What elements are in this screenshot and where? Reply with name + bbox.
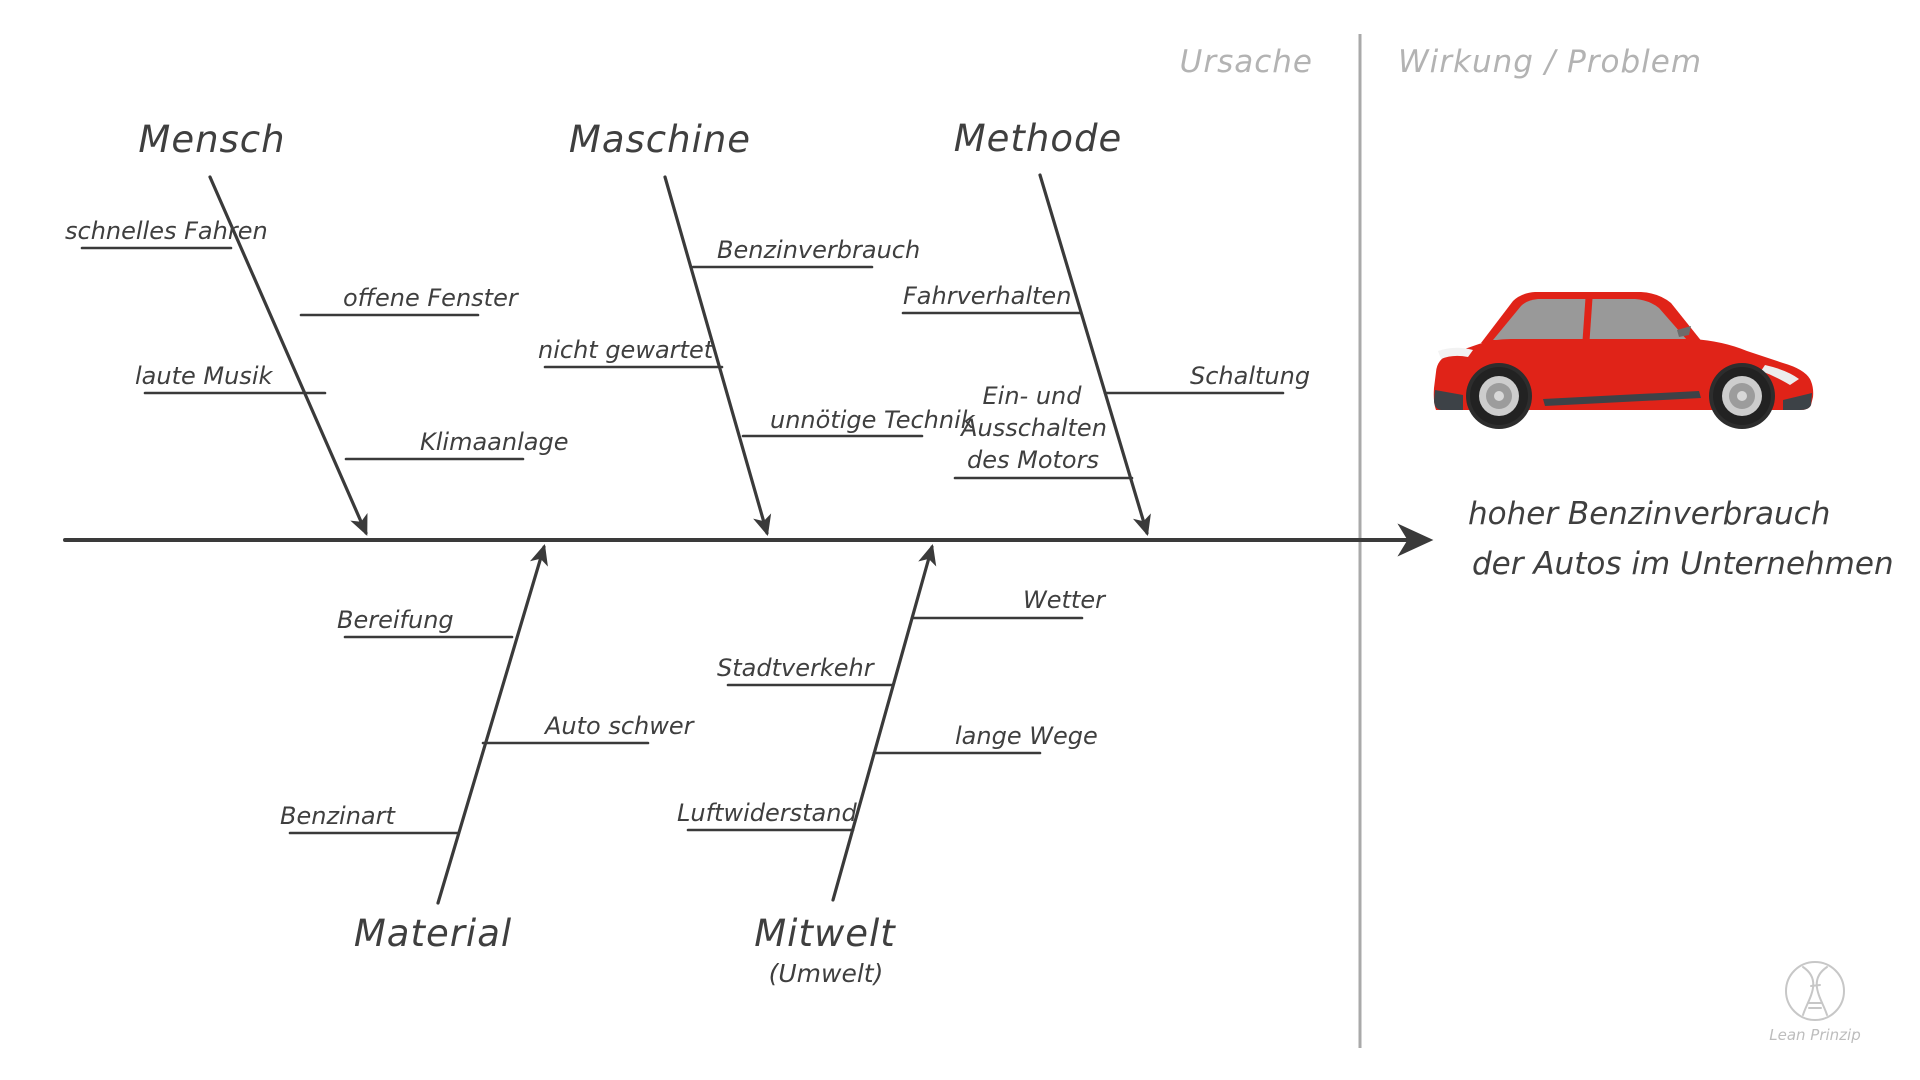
category-maschine: Maschine Benzinverbrauch nicht gewartet … bbox=[538, 118, 976, 536]
branch-line-material bbox=[436, 544, 548, 905]
logo-text: Lean Prinzip bbox=[1769, 1026, 1861, 1044]
branch-line-mitwelt bbox=[831, 543, 937, 902]
car-front-bumper bbox=[1783, 393, 1812, 410]
logo-helix-strand bbox=[1815, 966, 1828, 1016]
cause-label: Bereifung bbox=[337, 606, 454, 634]
problem-text-line2: der Autos im Unternehmen bbox=[1472, 546, 1894, 582]
cause-label: lange Wege bbox=[955, 722, 1098, 750]
cause-label: Benzinart bbox=[280, 802, 396, 830]
cause-label: Stadtverkehr bbox=[717, 654, 876, 682]
cause-label: offene Fenster bbox=[343, 284, 520, 312]
car-side-skirt bbox=[1543, 391, 1701, 406]
category-label-methode: Methode bbox=[954, 117, 1123, 160]
category-methode: Methode Fahrverhalten Schaltung Ein- und… bbox=[901, 117, 1310, 536]
logo-circle bbox=[1785, 961, 1845, 1021]
cause-label: schnelles Fahren bbox=[65, 217, 268, 245]
car-illustration bbox=[1433, 292, 1814, 429]
section-headers: Ursache Wirkung / Problem bbox=[1180, 34, 1702, 1048]
cause-label-line: Ein- und bbox=[983, 382, 1083, 410]
cause-label-multiline-motor: Ein- und Ausschalten des Motors bbox=[953, 382, 1134, 480]
branch-line-methode bbox=[1038, 173, 1151, 536]
car-headlight bbox=[1761, 365, 1799, 385]
branch-line-maschine bbox=[663, 175, 772, 536]
logo-helix-strand bbox=[1802, 966, 1815, 1016]
cause-label: Benzinverbrauch bbox=[717, 236, 920, 264]
cause-section-label: Ursache bbox=[1180, 44, 1313, 80]
problem-statement: hoher Benzinverbrauch der Autos im Unter… bbox=[1468, 496, 1894, 582]
category-mitwelt: Mitwelt (Umwelt) Wetter Stadtverkehr lan… bbox=[677, 543, 1107, 988]
cause-label: nicht gewartet bbox=[538, 336, 715, 364]
cause-label: Fahrverhalten bbox=[903, 282, 1071, 310]
category-label-maschine: Maschine bbox=[569, 118, 751, 161]
car-window-pillar bbox=[1582, 297, 1593, 342]
car-rear-bumper bbox=[1434, 390, 1463, 410]
category-mensch: Mensch schnelles Fahren offene Fenster l… bbox=[65, 118, 568, 536]
cause-label: Klimaanlage bbox=[420, 428, 568, 456]
category-label-material: Material bbox=[354, 912, 512, 955]
category-label-mensch: Mensch bbox=[138, 118, 285, 161]
car-rear-hub-cap bbox=[1494, 391, 1504, 401]
effect-section-label: Wirkung / Problem bbox=[1398, 44, 1702, 80]
logo: Lean Prinzip bbox=[1769, 961, 1861, 1044]
cause-label: Luftwiderstand bbox=[677, 799, 857, 827]
cause-label: Wetter bbox=[1023, 586, 1107, 614]
category-sublabel-umwelt: (Umwelt) bbox=[769, 959, 884, 988]
car-front-hub-cap bbox=[1737, 391, 1747, 401]
logo-helix-rung bbox=[1810, 984, 1821, 987]
car-taillight bbox=[1438, 347, 1473, 359]
problem-text-line1: hoher Benzinverbrauch bbox=[1468, 496, 1830, 532]
car-mirror bbox=[1677, 326, 1691, 337]
cause-label-line: des Motors bbox=[967, 446, 1099, 474]
cause-label: unnötige Technik bbox=[770, 406, 976, 434]
cause-label: laute Musik bbox=[135, 362, 273, 390]
branch-line-mensch bbox=[208, 175, 368, 536]
category-material: Material Bereifung Auto schwer Benzinart bbox=[280, 544, 696, 955]
cause-label-line: Ausschalten bbox=[959, 414, 1107, 442]
cause-label: Schaltung bbox=[1190, 362, 1310, 390]
category-label-mitwelt: Mitwelt bbox=[754, 912, 896, 955]
cause-label: Auto schwer bbox=[543, 712, 696, 740]
